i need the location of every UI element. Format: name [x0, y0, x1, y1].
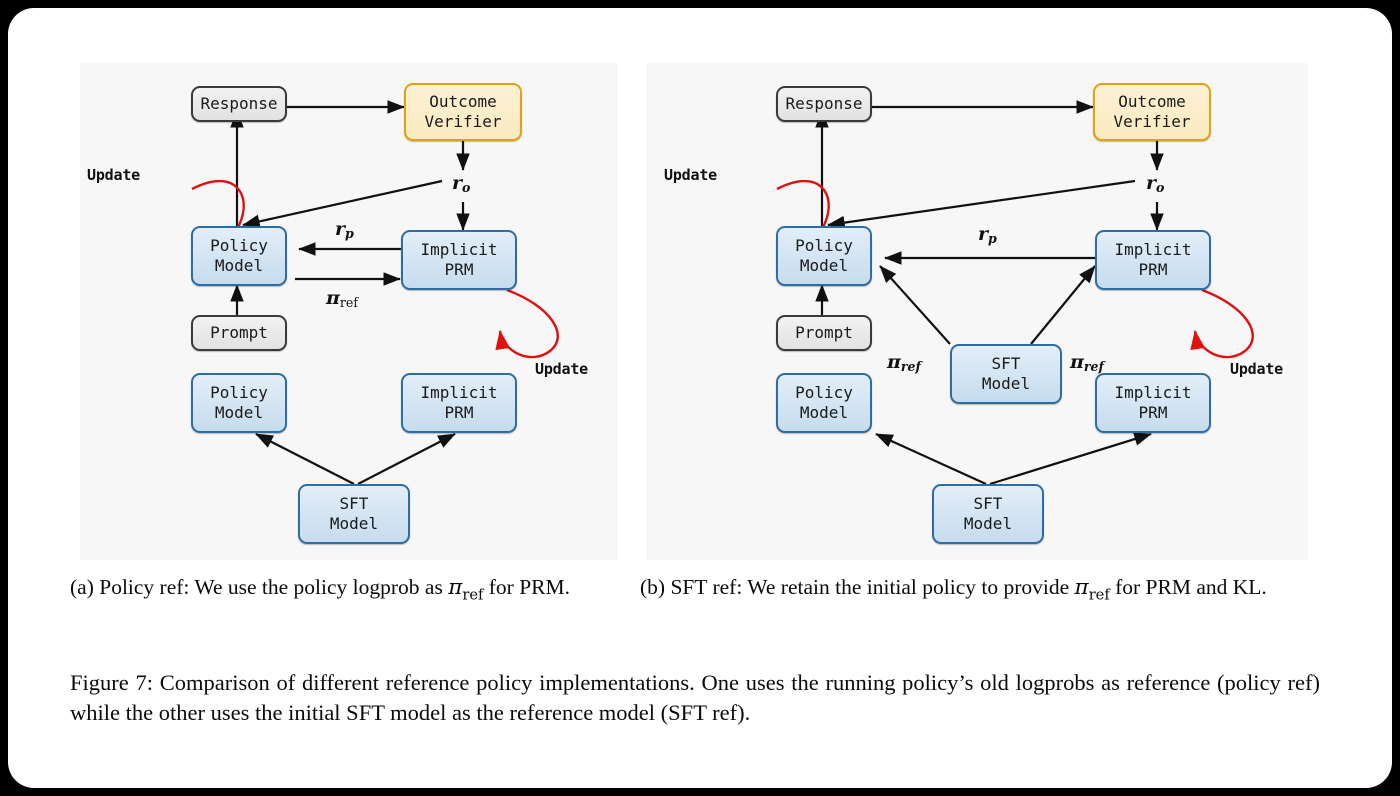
subcaption-a: (a) Policy ref: We use the policy logpro… — [70, 574, 622, 605]
node-prompt-a[interactable]: Prompt — [191, 315, 287, 351]
subcaption-a-pi-base: π — [448, 575, 463, 600]
node-implicit-prm-init-a[interactable]: Implicit PRM — [401, 373, 517, 433]
node-sft-model-b[interactable]: SFT Model — [932, 484, 1044, 544]
label-pi-ref-right-b-sub: ref — [1083, 358, 1104, 374]
label-r-o-b: ro — [1146, 172, 1164, 195]
label-r-p-b-sub: p — [988, 230, 997, 246]
panel-a-policy-ref: Response Outcome Verifier Policy Model I… — [80, 63, 618, 560]
node-sft-model-ref-b[interactable]: SFT Model — [950, 344, 1062, 404]
label-pi-ref-a: πref — [326, 287, 358, 310]
figure-caption-text: Comparison of different reference policy… — [70, 670, 1320, 725]
label-r-p-a: rp — [335, 218, 354, 241]
node-implicit-prm-b[interactable]: Implicit PRM — [1095, 230, 1211, 290]
node-response-b[interactable]: Response — [776, 86, 872, 122]
label-r-o-a-sub: o — [462, 179, 471, 195]
node-sft-model-a[interactable]: SFT Model — [298, 484, 410, 544]
label-r-p-b: rp — [978, 223, 997, 246]
label-pi-ref-right-b: πref — [1070, 351, 1104, 374]
label-pi-ref-left-b-base: π — [887, 351, 901, 373]
label-update-left-a: Update — [87, 166, 140, 184]
subcaption-a-pi-sub: ref — [462, 586, 484, 604]
subcaption-b-pi: πref — [1074, 575, 1110, 604]
label-update-left-b: Update — [664, 166, 717, 184]
node-policy-model-b[interactable]: Policy Model — [776, 226, 872, 286]
label-r-o-a-base: r — [452, 172, 463, 194]
label-r-p-a-sub: p — [345, 225, 354, 241]
label-pi-ref-a-sub: ref — [339, 294, 358, 310]
subcaption-b: (b) SFT ref: We retain the initial polic… — [640, 574, 1320, 605]
node-policy-model-init-b[interactable]: Policy Model — [776, 373, 872, 433]
label-r-p-b-base: r — [978, 223, 989, 245]
node-response-a[interactable]: Response — [191, 86, 287, 122]
label-update-right-a: Update — [535, 360, 588, 378]
node-prompt-b[interactable]: Prompt — [776, 315, 872, 351]
figure-card: Response Outcome Verifier Policy Model I… — [8, 8, 1392, 788]
label-r-p-a-base: r — [335, 218, 346, 240]
label-pi-ref-left-b: πref — [887, 351, 921, 374]
node-policy-model-a[interactable]: Policy Model — [191, 226, 287, 286]
subcaption-a-pi: πref — [448, 575, 484, 604]
label-r-o-b-sub: o — [1156, 179, 1165, 195]
subcaption-b-suffix: for PRM and KL. — [1109, 575, 1267, 599]
node-outcome-verifier-b[interactable]: Outcome Verifier — [1093, 83, 1211, 141]
panel-a-connectors — [191, 100, 559, 485]
subcaption-a-prefix: (a) Policy ref: We use the policy logpro… — [70, 575, 449, 599]
subcaption-b-prefix: (b) SFT ref: We retain the initial polic… — [640, 575, 1075, 599]
node-policy-model-init-a[interactable]: Policy Model — [191, 373, 287, 433]
node-implicit-prm-a[interactable]: Implicit PRM — [401, 230, 517, 290]
figure-caption: Figure 7: Comparison of different refere… — [70, 668, 1320, 727]
label-pi-ref-right-b-base: π — [1070, 351, 1084, 373]
subcaption-a-suffix: for PRM. — [483, 575, 570, 599]
label-r-o-b-base: r — [1146, 172, 1157, 194]
node-implicit-prm-init-b[interactable]: Implicit PRM — [1095, 373, 1211, 433]
label-pi-ref-left-b-sub: ref — [900, 358, 921, 374]
node-outcome-verifier-a[interactable]: Outcome Verifier — [404, 83, 522, 141]
label-pi-ref-a-base: π — [326, 287, 340, 309]
subcaption-b-pi-base: π — [1074, 575, 1089, 600]
subcaption-b-pi-sub: ref — [1088, 586, 1110, 604]
panel-b-sft-ref: Response Outcome Verifier Policy Model I… — [646, 63, 1308, 560]
figure-panels: Response Outcome Verifier Policy Model I… — [72, 55, 1317, 560]
figure-caption-label: Figure 7: — [70, 670, 153, 695]
label-update-right-b: Update — [1230, 360, 1283, 378]
label-r-o-a: ro — [452, 172, 470, 195]
